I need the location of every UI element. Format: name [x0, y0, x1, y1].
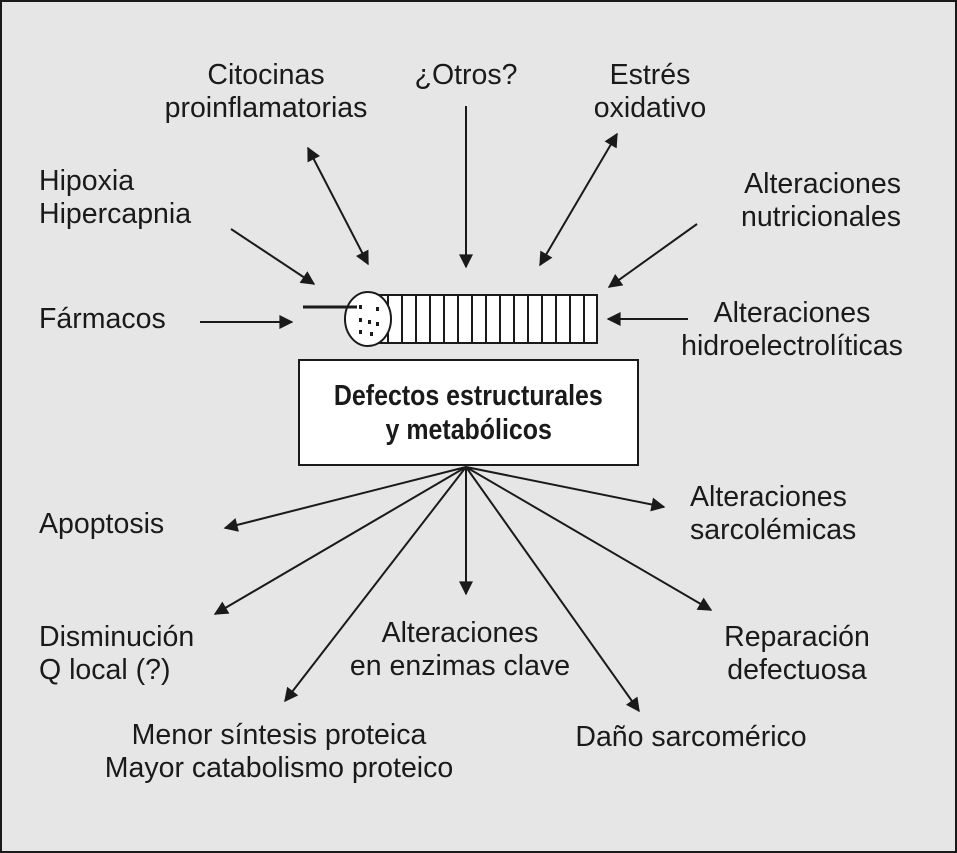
arrow-disminucion — [213, 466, 467, 615]
label-apoptosis: Apoptosis — [39, 508, 165, 540]
arrow-nutricionales — [607, 223, 698, 288]
label-otros: ¿Otros? — [414, 59, 518, 91]
label-reparacion: Reparación defectuosa — [724, 621, 870, 686]
arrow-reparacion — [465, 466, 713, 611]
label-dano: Daño sarcomérico — [575, 721, 807, 753]
label-sintesis: Menor síntesis proteica Mayor catabolism… — [104, 719, 454, 784]
central-box-line-1: Defectos estructurales — [334, 379, 603, 412]
label-nutricionales: Alteraciones nutricionales — [740, 168, 901, 233]
muscle-fiber-icon — [303, 291, 598, 347]
arrow-hipoxia — [230, 228, 316, 285]
label-hipoxia: Hipoxia Hipercapnia — [39, 165, 192, 230]
fiber-section-dots — [359, 305, 379, 336]
arrow-dano — [465, 466, 640, 713]
label-disminucion-q: Disminución Q local (?) — [39, 621, 195, 686]
label-citocinas: Citocinas proinflamatorias — [164, 59, 368, 124]
arrow-estres — [539, 132, 618, 267]
central-box: Defectos estructurales y metabólicos — [298, 359, 639, 466]
label-estres: Estrés oxidativo — [593, 59, 707, 124]
label-farmacos: Fármacos — [39, 303, 166, 335]
arrow-sintesis — [284, 466, 467, 703]
label-enzimas: Alteraciones en enzimas clave — [349, 617, 571, 682]
label-hidroelectroliticas: Alteraciones hidroelectrolíticas — [681, 297, 903, 362]
arrow-apoptosis — [223, 466, 467, 532]
arrow-sarcolemicas — [465, 466, 666, 512]
central-box-line-2: y metabólicos — [385, 413, 552, 446]
label-sarcolemicas: Alteraciones sarcolémicas — [690, 481, 857, 546]
sarcomere-stripes — [387, 295, 585, 343]
arrow-citocinas — [307, 146, 369, 266]
